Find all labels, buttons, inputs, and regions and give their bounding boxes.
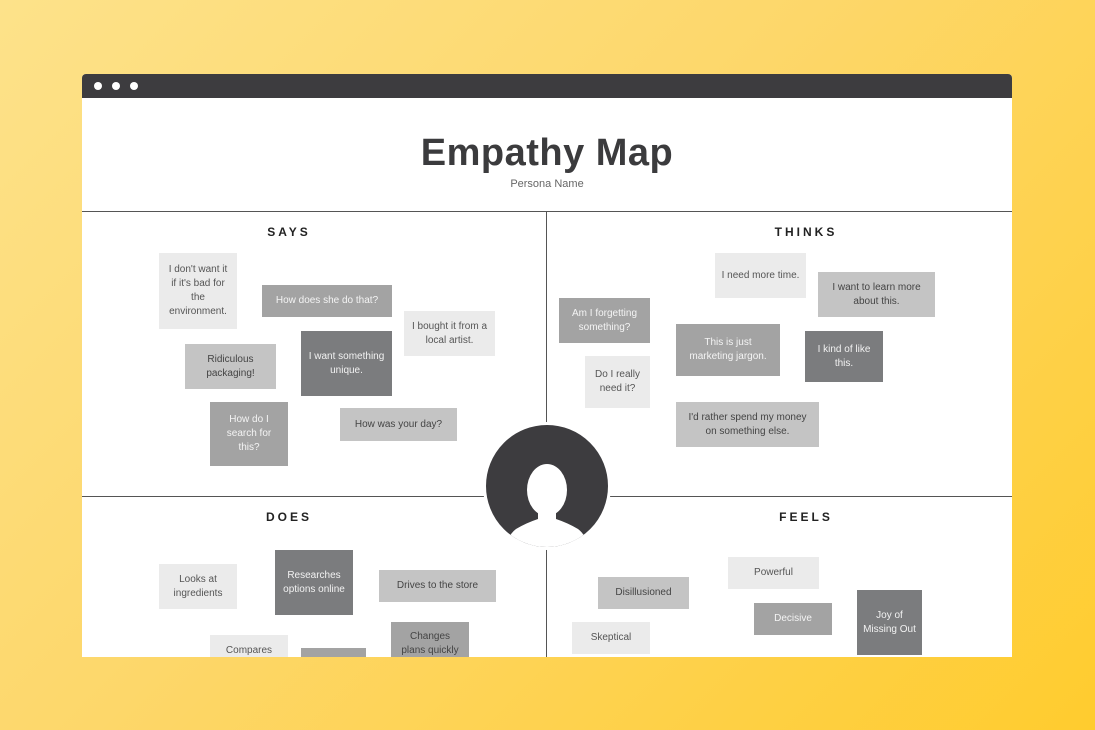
sticky-note[interactable]: Researches options online (275, 550, 353, 615)
sticky-note[interactable]: How was your day? (340, 408, 457, 441)
sticky-note[interactable]: Changes plans quickly (391, 622, 469, 657)
sticky-note[interactable]: I'd rather spend my money on something e… (676, 402, 819, 447)
thinks-label: THINKS (774, 225, 838, 239)
page-title: Empathy Map (420, 132, 674, 174)
sticky-note[interactable]: Compares (210, 635, 288, 657)
browser-window: Empathy Map Persona Name SAYS I don't wa… (82, 74, 1012, 657)
sticky-note[interactable]: I want something unique. (301, 331, 392, 396)
maximize-dot[interactable] (130, 82, 138, 90)
persona-name: Persona Name (510, 178, 584, 190)
sticky-note[interactable]: Am I forgetting something? (559, 298, 650, 343)
sticky-note[interactable]: I kind of like this. (805, 331, 883, 382)
sticky-note[interactable]: I bought it from a local artist. (404, 311, 495, 356)
sticky-note[interactable]: This is just marketing jargon. (676, 324, 780, 376)
sticky-note[interactable]: Powerful (728, 557, 819, 589)
feels-label: FEELS (779, 510, 833, 524)
user-silhouette-icon (506, 464, 588, 547)
sticky-note[interactable]: Disillusioned (598, 577, 689, 609)
sticky-note[interactable]: Decisive (754, 603, 832, 635)
sticky-note[interactable]: How does she do that? (262, 285, 392, 317)
sticky-note[interactable]: How do I search for this? (210, 402, 288, 466)
says-label: SAYS (267, 225, 311, 239)
map-header: Empathy Map Persona Name (82, 98, 1012, 211)
sticky-note[interactable]: I need more time. (715, 253, 806, 298)
header-divider (82, 211, 1012, 212)
sticky-note[interactable]: I don't want it if it's bad for the envi… (159, 253, 237, 329)
window-titlebar (82, 74, 1012, 98)
sticky-note[interactable]: Joy of Missing Out (857, 590, 922, 655)
sticky-note[interactable]: Do I really need it? (585, 356, 650, 408)
sticky-note[interactable] (301, 648, 366, 657)
sticky-note[interactable]: Looks at ingredients (159, 564, 237, 609)
sticky-note[interactable]: Drives to the store (379, 570, 496, 602)
close-dot[interactable] (94, 82, 102, 90)
persona-avatar (483, 422, 611, 550)
sticky-note[interactable]: Skeptical (572, 622, 650, 654)
sticky-note[interactable]: I want to learn more about this. (818, 272, 935, 317)
does-label: DOES (265, 510, 312, 524)
sticky-note[interactable]: Ridiculous packaging! (185, 344, 276, 389)
minimize-dot[interactable] (112, 82, 120, 90)
